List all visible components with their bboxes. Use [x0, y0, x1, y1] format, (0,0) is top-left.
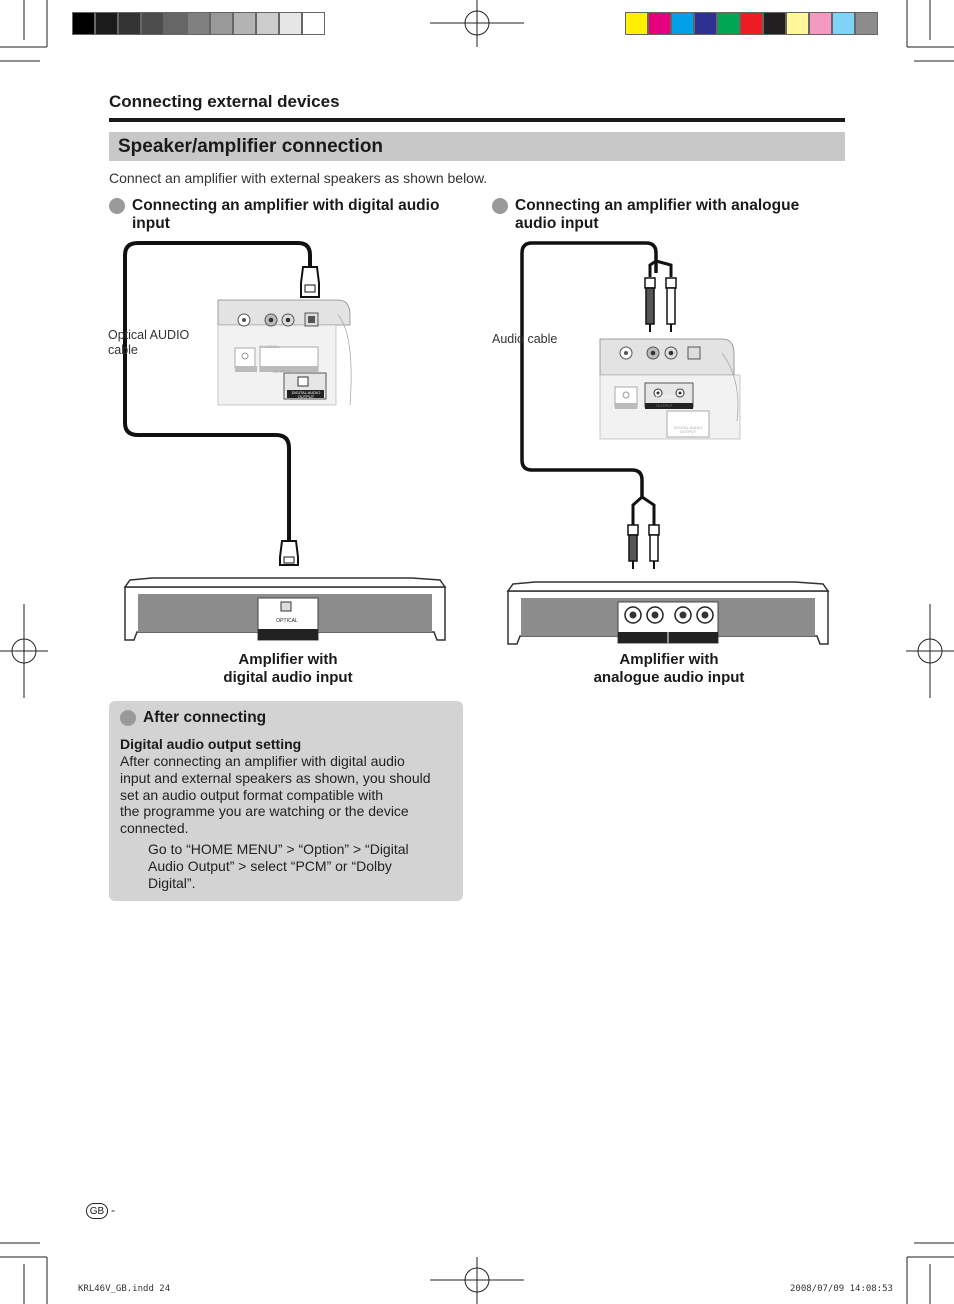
- amp-optical-jack-label: OPTICAL: [276, 618, 298, 624]
- analogue-heading: Connecting an amplifier with analogue au…: [515, 197, 799, 233]
- color-swatch: [809, 12, 832, 35]
- step-line: Digital”.: [148, 874, 196, 891]
- page-separator: -: [111, 1203, 115, 1217]
- digital-heading: Connecting an amplifier with digital aud…: [132, 197, 439, 233]
- after-connecting-step: Go to “HOME MENU” > “Option” > “Digital …: [148, 841, 448, 891]
- bullet-icon: [492, 198, 508, 214]
- color-swatch: [786, 12, 809, 35]
- digital-heading-line2: input: [132, 215, 170, 232]
- color-swatch: [210, 12, 233, 35]
- body-line: input and external speakers as shown, yo…: [120, 769, 431, 786]
- color-swatch: [233, 12, 256, 35]
- color-swatch: [302, 12, 325, 35]
- rca-plug-icon: [627, 524, 639, 569]
- color-swatch: [141, 12, 164, 35]
- print-timestamp: 2008/07/09 14:08:53: [790, 1284, 893, 1294]
- analogue-heading-line2: audio input: [515, 215, 599, 232]
- audio-cable-label: Audio cable: [492, 332, 558, 346]
- optical-cable: [123, 241, 312, 543]
- header-rule: [109, 118, 845, 122]
- digital-amplifier: [123, 577, 447, 641]
- tv-rl-label: R-AUDIO-L: [656, 394, 677, 399]
- digital-connection-diagram: [123, 241, 447, 641]
- digital-amp-caption-line1: Amplifier with: [238, 651, 338, 668]
- color-swatch: [763, 12, 786, 35]
- rca-plug-icon: [648, 524, 660, 569]
- optical-plug-icon: [300, 266, 320, 298]
- rca-plug-icon: [644, 277, 656, 332]
- body-line: connected.: [120, 820, 189, 837]
- color-swatch: [717, 12, 740, 35]
- analogue-heading-line1: Connecting an amplifier with analogue: [515, 197, 800, 214]
- audio-cable: [520, 241, 658, 497]
- color-swatch: [694, 12, 717, 35]
- after-connecting-title: After connecting: [143, 709, 267, 726]
- color-swatch: [855, 12, 878, 35]
- analogue-amp-caption-line2: analogue audio input: [593, 669, 745, 686]
- bullet-icon: [120, 710, 136, 726]
- digital-heading-line1: Connecting an amplifier with digital aud…: [132, 197, 440, 214]
- tv-output-label: OUTPUT: [273, 369, 290, 374]
- optical-plug-icon: [279, 540, 299, 566]
- after-connecting-box: [109, 701, 463, 901]
- bullet-icon: [109, 198, 125, 214]
- color-swatch: [187, 12, 210, 35]
- digital-output-setting-subtitle: Digital audio output setting: [120, 736, 302, 752]
- region-badge: GB: [86, 1203, 108, 1219]
- section-title: Speaker/amplifier connection: [118, 136, 384, 157]
- section-intro: Connect an amplifier with external speak…: [109, 170, 488, 186]
- optical-cable-label-line1: Optical AUDIO: [108, 328, 190, 342]
- body-line: the programme you are watching or the de…: [120, 803, 409, 820]
- color-swatch: [740, 12, 763, 35]
- tv-rl-label: R-AUDIO-L: [260, 344, 281, 349]
- color-swatch: [72, 12, 95, 35]
- analogue-amp-caption-line1: Amplifier with: [619, 651, 719, 668]
- body-line: set an audio output format compatible wi…: [120, 786, 384, 803]
- rca-plug-icon: [665, 277, 677, 332]
- digital-amp-caption: Amplifier with digital audio input: [188, 651, 388, 687]
- color-swatch: [279, 12, 302, 35]
- tv-output-label: OUTPUT: [656, 403, 673, 408]
- analogue-connection-diagram: [506, 241, 830, 645]
- color-swatch: [832, 12, 855, 35]
- tv-back-panel: [217, 299, 352, 406]
- file-info: KRL46V_GB.indd 24: [78, 1284, 171, 1294]
- optical-cable-label: Optical AUDIO cable: [108, 328, 189, 358]
- tv-back-panel: [599, 338, 741, 440]
- section-title-bar: [109, 132, 845, 161]
- color-swatch: [671, 12, 694, 35]
- tv-digital-jack-label: DIGITAL AUDIO OUTPUT: [291, 390, 321, 399]
- page-header-title: Connecting external devices: [109, 92, 340, 111]
- after-connecting-body: After connecting an amplifier with digit…: [120, 753, 450, 837]
- tv-digital-jack-label: DIGITAL AUDIO OUTPUT: [673, 425, 703, 434]
- optical-cable-label-line2: cable: [108, 343, 138, 357]
- analogue-amp-caption: Amplifier with analogue audio input: [569, 651, 769, 687]
- digital-amp-caption-line2: digital audio input: [223, 669, 353, 686]
- color-swatch: [648, 12, 671, 35]
- color-swatch: [625, 12, 648, 35]
- body-line: After connecting an amplifier with digit…: [120, 753, 405, 769]
- color-swatch: [118, 12, 141, 35]
- analogue-amplifier: [506, 581, 830, 645]
- color-swatch: [256, 12, 279, 35]
- color-swatch: [164, 12, 187, 35]
- step-line: Audio Output” > select “PCM” or “Dolby: [148, 857, 392, 874]
- color-swatch: [95, 12, 118, 35]
- step-line: Go to “HOME MENU” > “Option” > “Digital: [148, 841, 409, 857]
